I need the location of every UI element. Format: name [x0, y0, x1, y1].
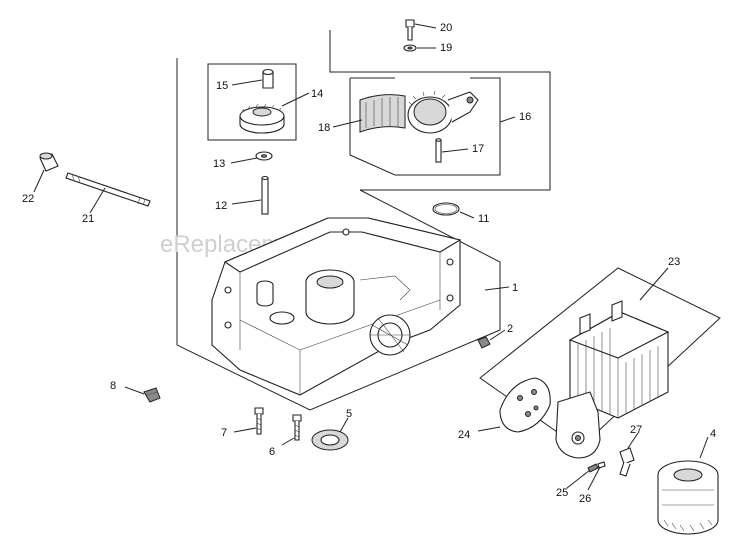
callout-24: 24	[458, 429, 470, 441]
callout-16: 16	[519, 111, 531, 123]
callout-23: 23	[668, 256, 680, 268]
callout-6: 6	[269, 446, 275, 458]
crankcase-part	[211, 217, 462, 396]
callout-17: 17	[472, 143, 484, 155]
adapter-bracket-part	[555, 391, 601, 459]
crankcase-group-outline	[176, 58, 501, 411]
oil-seal-part	[311, 429, 349, 451]
callout-2: 2	[507, 323, 513, 335]
gasket-plate-part	[499, 377, 551, 433]
callout-14: 14	[311, 88, 323, 100]
callout-11: 11	[478, 213, 489, 225]
washer-part-19	[403, 44, 417, 52]
gear-shaft-part	[261, 175, 269, 215]
pump-pin-part	[435, 138, 442, 163]
oil-pump-inner-box	[349, 77, 501, 176]
bolt-part-6	[292, 414, 302, 441]
governor-shaft-part	[65, 172, 151, 207]
callout-5: 5	[346, 408, 352, 420]
o-ring-part	[432, 202, 460, 216]
oil-cooler-part	[568, 300, 670, 419]
callout-1: 1	[512, 282, 518, 294]
oil-filter-part	[657, 460, 719, 535]
governor-gear-part	[239, 103, 285, 134]
fitting-part-27	[619, 447, 635, 477]
callout-7: 7	[221, 427, 227, 439]
callout-13: 13	[213, 158, 225, 170]
bolt-part-20	[405, 19, 415, 41]
callout-27: 27	[630, 424, 642, 436]
drain-plug-part	[477, 336, 491, 349]
gear-group-box	[207, 63, 297, 141]
oil-pump-group-outline	[329, 30, 551, 191]
callout-12: 12	[215, 200, 227, 212]
callout-26: 26	[579, 493, 591, 505]
pin-part-26	[597, 461, 606, 469]
oil-plug-part	[143, 387, 161, 403]
bushing-part	[39, 152, 59, 172]
oil-pump-gear-part	[407, 90, 479, 134]
gear-pin-part	[262, 68, 274, 89]
callout-25: 25	[556, 487, 568, 499]
callout-18: 18	[318, 122, 330, 134]
bolt-part-7	[254, 407, 264, 435]
callout-4: 4	[710, 428, 716, 440]
oil-cooler-group-outline	[479, 267, 721, 449]
callout-leaders	[33, 23, 709, 491]
oil-pump-housing-part	[359, 94, 406, 133]
callout-21: 21	[82, 213, 94, 225]
washer-part	[255, 151, 273, 161]
callout-19: 19	[440, 42, 452, 54]
callout-22: 22	[22, 193, 34, 205]
callout-8: 8	[110, 380, 116, 392]
callout-15: 15	[216, 80, 228, 92]
callout-20: 20	[440, 22, 452, 34]
